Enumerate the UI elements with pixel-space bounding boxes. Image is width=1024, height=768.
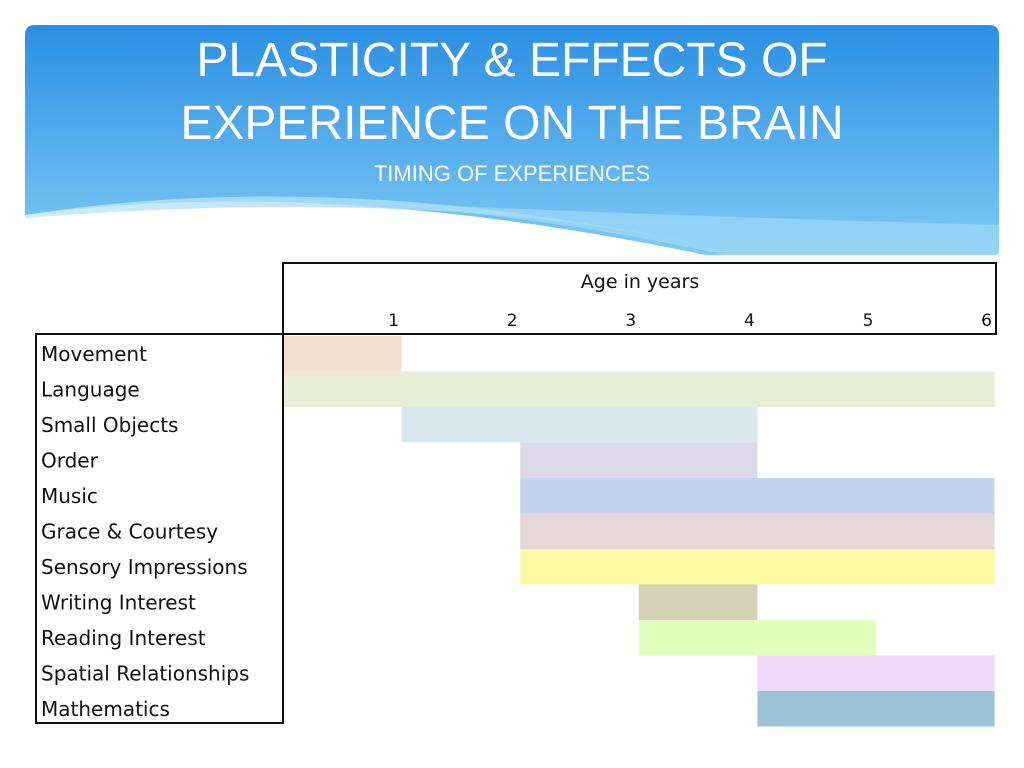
row-label: Mathematics	[41, 697, 170, 721]
row-label: Grace & Courtesy	[41, 520, 218, 544]
bar-grace-courtesy	[520, 513, 995, 549]
x-tick-label: 4	[744, 311, 755, 331]
header-frame	[282, 262, 997, 335]
label-frame	[35, 333, 284, 724]
bar-spatial-relationships	[757, 655, 995, 691]
header-banner	[25, 25, 999, 255]
bar-music	[520, 478, 995, 514]
x-axis-title: Age in years	[581, 271, 699, 293]
slide-title-line-1: PLASTICITY & EFFECTS OF	[196, 34, 828, 87]
bar-writing-interest	[638, 584, 758, 620]
row-label: Music	[41, 484, 98, 508]
row-label: Spatial Relationships	[41, 662, 249, 686]
bar-order	[520, 442, 758, 478]
row-label: Sensory Impressions	[41, 555, 248, 579]
row-label: Reading Interest	[41, 626, 206, 650]
row-label: Language	[41, 378, 140, 402]
bar-sensory-impressions	[520, 549, 995, 585]
row-label: Small Objects	[41, 413, 178, 437]
x-tick-label: 5	[863, 311, 874, 331]
bar-mathematics	[757, 691, 995, 727]
x-tick-label: 6	[981, 311, 992, 331]
row-label: Order	[41, 449, 99, 473]
bar-reading-interest	[638, 620, 876, 656]
x-tick-label: 3	[625, 311, 636, 331]
row-label: Movement	[41, 342, 147, 366]
row-label: Writing Interest	[41, 591, 196, 615]
bar-language	[283, 371, 995, 407]
x-tick-label: 2	[507, 311, 518, 331]
bar-movement	[283, 336, 402, 372]
slide-subtitle: TIMING OF EXPERIENCES	[373, 161, 651, 186]
slide-title-line-2: EXPERIENCE ON THE BRAIN	[180, 97, 844, 150]
x-tick-label: 1	[388, 311, 399, 331]
bar-small-objects	[401, 407, 758, 443]
